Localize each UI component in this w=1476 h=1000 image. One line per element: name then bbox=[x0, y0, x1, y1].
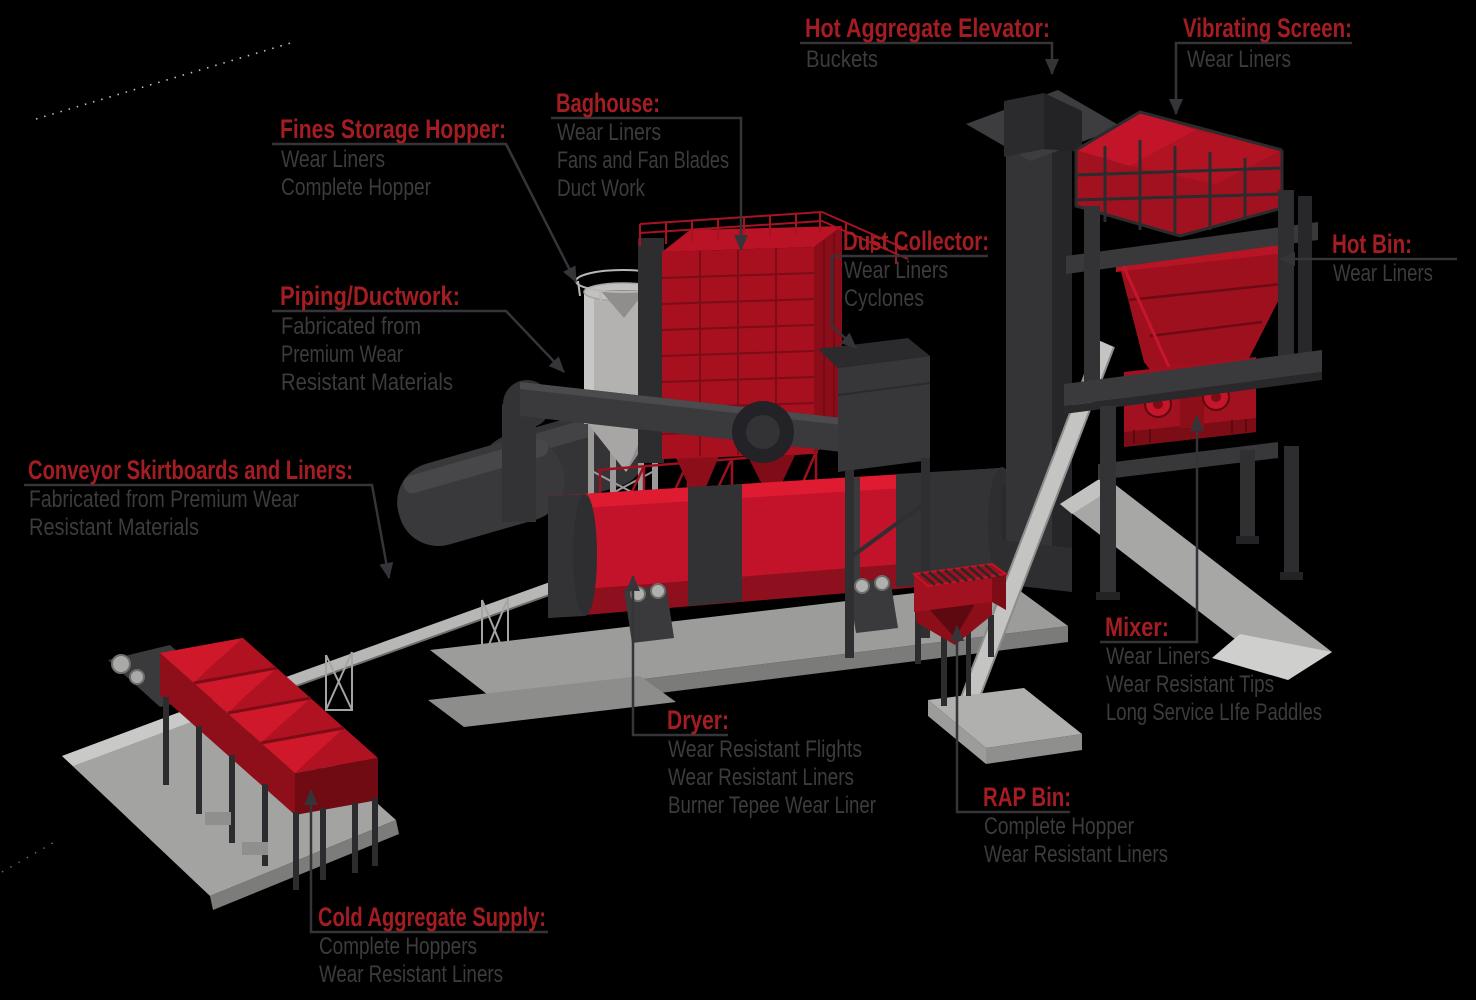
label-conveyor-skirtboards-title: Conveyor Skirtboards and Liners: bbox=[28, 455, 353, 485]
leader-vibrating-screen bbox=[1169, 41, 1352, 115]
label-conveyor-skirtboards-line1: Fabricated from Premium Wear bbox=[29, 486, 299, 513]
label-cold-aggregate-supply: Cold Aggregate Supply: Complete Hoppers … bbox=[318, 902, 546, 988]
rap-bin-grid bbox=[920, 564, 1000, 586]
labels: Hot Aggregate Elevator: Buckets Vibratin… bbox=[28, 13, 1433, 988]
label-hot-bin-line1: Wear Liners bbox=[1333, 260, 1433, 287]
label-rap-bin-title: RAP Bin: bbox=[983, 782, 1071, 812]
leader-piping-ductwork bbox=[272, 309, 565, 373]
label-conveyor-skirtboards-line2: Resistant Materials bbox=[29, 514, 199, 541]
label-baghouse-line2: Fans and Fan Blades bbox=[557, 147, 729, 174]
label-fines-storage-hopper-line1: Wear Liners bbox=[281, 146, 385, 173]
label-baghouse-line1: Wear Liners bbox=[557, 119, 661, 146]
label-piping-ductwork-line1: Fabricated from bbox=[281, 313, 421, 340]
label-baghouse-line3: Duct Work bbox=[557, 175, 646, 202]
leader-hot-aggregate-elevator bbox=[800, 41, 1059, 75]
dotted-edge-lines bbox=[1, 41, 295, 873]
vibrating-screen bbox=[1074, 110, 1284, 238]
label-fines-storage-hopper-line2: Complete Hopper bbox=[281, 174, 431, 201]
label-cold-aggregate-supply-title: Cold Aggregate Supply: bbox=[318, 902, 546, 932]
baghouse-railing bbox=[639, 211, 909, 264]
leader-fines-storage-hopper bbox=[272, 142, 578, 283]
foundation-slab bbox=[428, 582, 1068, 727]
cold-feed-bins bbox=[160, 638, 378, 890]
label-conveyor-skirtboards: Conveyor Skirtboards and Liners: Fabrica… bbox=[28, 455, 353, 541]
rap-bin bbox=[911, 562, 1082, 764]
label-vibrating-screen: Vibrating Screen: Wear Liners bbox=[1183, 13, 1352, 73]
label-dryer-line1: Wear Resistant Flights bbox=[668, 736, 862, 763]
dust-collector-legs bbox=[845, 458, 931, 658]
label-dryer-line2: Wear Resistant Liners bbox=[668, 764, 854, 791]
label-piping-ductwork-line3: Resistant Materials bbox=[281, 369, 453, 396]
label-rap-bin-line1: Complete Hopper bbox=[984, 813, 1134, 840]
label-rap-bin: RAP Bin: Complete Hopper Wear Resistant … bbox=[983, 782, 1168, 868]
label-baghouse: Baghouse: Wear Liners Fans and Fan Blade… bbox=[556, 88, 729, 202]
leader-dust-collector bbox=[830, 254, 988, 349]
label-fines-storage-hopper: Fines Storage Hopper: Wear Liners Comple… bbox=[280, 114, 506, 201]
label-fines-storage-hopper-title: Fines Storage Hopper: bbox=[280, 114, 506, 144]
leader-cold-aggregate-supply bbox=[304, 789, 548, 934]
leader-dryer bbox=[626, 575, 728, 737]
label-vibrating-screen-title: Vibrating Screen: bbox=[1183, 13, 1352, 43]
label-hot-aggregate-elevator: Hot Aggregate Elevator: Buckets bbox=[805, 13, 1050, 73]
label-piping-ductwork: Piping/Ductwork: Fabricated from Premium… bbox=[280, 281, 460, 396]
label-dust-collector: Dust Collector: Wear Liners Cyclones bbox=[843, 226, 989, 312]
label-vibrating-screen-line1: Wear Liners bbox=[1187, 46, 1291, 73]
leader-mixer bbox=[1100, 415, 1204, 644]
label-piping-ductwork-title: Piping/Ductwork: bbox=[280, 281, 460, 311]
trunnion-stands bbox=[624, 575, 898, 643]
label-mixer-line1: Wear Liners bbox=[1106, 643, 1210, 670]
label-dust-collector-title: Dust Collector: bbox=[843, 226, 989, 256]
label-cold-aggregate-supply-line1: Complete Hoppers bbox=[319, 933, 477, 960]
label-cold-aggregate-supply-line2: Wear Resistant Liners bbox=[319, 961, 503, 988]
label-hot-bin-title: Hot Bin: bbox=[1332, 229, 1412, 259]
label-piping-ductwork-line2: Premium Wear bbox=[281, 341, 403, 368]
label-hot-aggregate-elevator-title: Hot Aggregate Elevator: bbox=[805, 13, 1050, 43]
label-baghouse-title: Baghouse: bbox=[556, 88, 660, 118]
label-mixer: Mixer: Wear Liners Wear Resistant Tips L… bbox=[1105, 612, 1322, 726]
label-mixer-line3: Long Service LIfe Paddles bbox=[1106, 699, 1322, 726]
leader-rap-bin bbox=[950, 625, 1070, 814]
label-hot-aggregate-elevator-line1: Buckets bbox=[806, 46, 878, 73]
label-rap-bin-line2: Wear Resistant Liners bbox=[984, 841, 1168, 868]
label-mixer-title: Mixer: bbox=[1105, 612, 1169, 642]
label-hot-bin: Hot Bin: Wear Liners bbox=[1332, 229, 1433, 287]
piping-ductwork bbox=[502, 380, 914, 522]
label-dust-collector-line2: Cyclones bbox=[844, 285, 924, 312]
label-dryer-line3: Burner Tepee Wear Liner bbox=[668, 792, 876, 819]
leader-baghouse bbox=[551, 116, 748, 251]
label-dryer: Dryer: Wear Resistant Flights Wear Resis… bbox=[667, 705, 876, 819]
leader-lines bbox=[24, 41, 1457, 934]
label-dryer-title: Dryer: bbox=[667, 705, 729, 735]
dust-collector bbox=[818, 338, 931, 472]
label-dust-collector-line1: Wear Liners bbox=[844, 257, 948, 284]
tower-frame bbox=[1064, 190, 1322, 600]
leader-conveyor-skirtboards bbox=[24, 483, 394, 579]
label-mixer-line2: Wear Resistant Tips bbox=[1106, 671, 1274, 698]
